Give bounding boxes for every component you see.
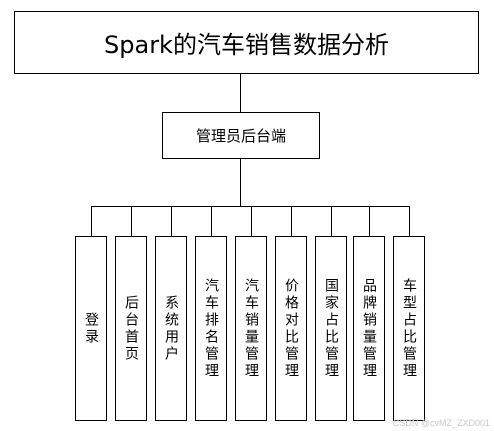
- connector-drop-1: [131, 206, 132, 236]
- middle-node-label: 管理员后台端: [195, 127, 286, 145]
- leaf-node-label: 汽车排名管理: [203, 277, 219, 380]
- connector-drop-6: [331, 206, 332, 236]
- leaf-node-label: 登录: [83, 311, 99, 346]
- leaf-node-label: 品牌销量管理: [361, 277, 377, 380]
- leaf-node: 系统用户: [155, 236, 187, 421]
- leaf-node-label: 车型占比管理: [401, 277, 417, 380]
- leaf-node: 价格对比管理: [275, 236, 307, 421]
- leaf-node-label: 价格对比管理: [283, 277, 299, 380]
- watermark: CSDN @cvMZ_ZXD001: [392, 418, 490, 428]
- connector-drop-2: [171, 206, 172, 236]
- root-node: Spark的汽车销售数据分析: [14, 11, 479, 74]
- leaf-node-label: 汽车销量管理: [243, 277, 259, 380]
- leaf-node: 登录: [75, 236, 107, 421]
- middle-node: 管理员后台端: [162, 112, 320, 159]
- leaf-node: 汽车排名管理: [195, 236, 227, 421]
- leaf-node: 后台首页: [115, 236, 147, 421]
- leaf-node: 车型占比管理: [393, 236, 425, 421]
- leaf-node-label: 系统用户: [163, 294, 179, 363]
- connector-drop-8: [409, 206, 410, 236]
- connector-middle-to-bus: [240, 159, 241, 206]
- leaf-node: 品牌销量管理: [353, 236, 385, 421]
- connector-drop-0: [91, 206, 92, 236]
- horizontal-bus: [91, 206, 409, 207]
- connector-root-to-middle: [240, 74, 241, 112]
- leaf-node-label: 国家占比管理: [323, 277, 339, 380]
- connector-drop-4: [251, 206, 252, 236]
- leaf-node: 汽车销量管理: [235, 236, 267, 421]
- root-node-label: Spark的汽车销售数据分析: [104, 31, 389, 59]
- leaf-node-label: 后台首页: [123, 294, 139, 363]
- connector-drop-3: [211, 206, 212, 236]
- connector-drop-5: [291, 206, 292, 236]
- connector-drop-7: [369, 206, 370, 236]
- leaf-node: 国家占比管理: [315, 236, 347, 421]
